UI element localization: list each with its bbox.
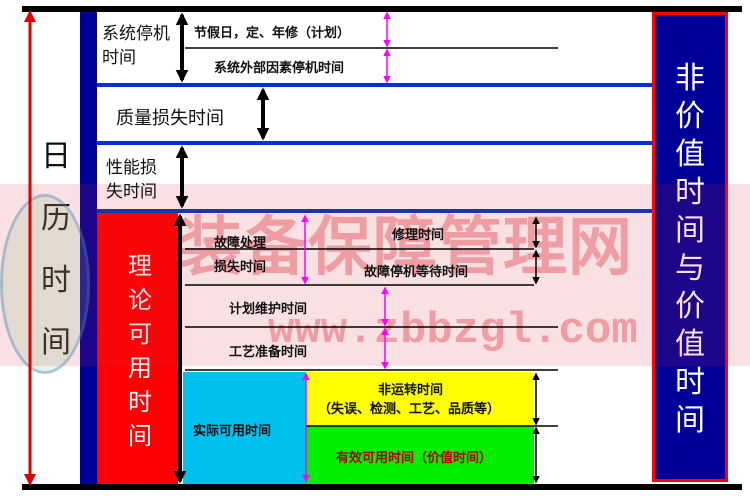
non-running-box [306,372,534,426]
fault-loss-label: 故障处理损失时间 [214,236,267,275]
process-prep-label: 工艺准备时间 [229,345,308,360]
watermark-url: www.zbbzgl.com [268,306,638,356]
fault-wait-label: 故障停机等待时间 [364,265,469,280]
performance-loss-label: 性能损失时间 [106,158,157,202]
watermark-text: 装备保障管理网 [178,211,633,285]
effective-box [306,426,534,484]
non-running-label: 非运转时间 [378,383,444,398]
top-border [22,6,742,12]
section-divider-2 [97,141,652,145]
external-stop-label: 系统外部因素停机时间 [214,61,345,76]
system-stop-label: 系统停机时间 [102,24,170,68]
planned-maintenance-label: 计划维护时间 [229,302,308,317]
holiday-label: 节假日，定、年修（计划） [194,26,351,41]
theoretical-label: 理 论 可 用 时 间 [128,252,152,450]
actual-available-label: 实际可用时间 [193,424,272,439]
non-value-column [652,12,728,482]
section-divider-3 [97,209,652,213]
theoretical-column [97,213,178,484]
non-value-label: 非 价 值 时 间 与 价 值 时 间 [675,61,705,438]
section-divider-1 [97,83,652,87]
watermark-band [0,184,750,366]
quality-loss-label: 质量损失时间 [116,108,224,129]
effective-time-label: 有效可用时间（价值时间） [336,451,493,466]
repair-label: 修理时间 [392,228,445,243]
watermark-logo [0,194,90,374]
bottom-border [22,484,742,490]
non-running-detail: （失误、检测、工艺、品质等） [318,402,501,417]
navy-column [80,12,97,484]
actual-available-box [183,372,306,484]
